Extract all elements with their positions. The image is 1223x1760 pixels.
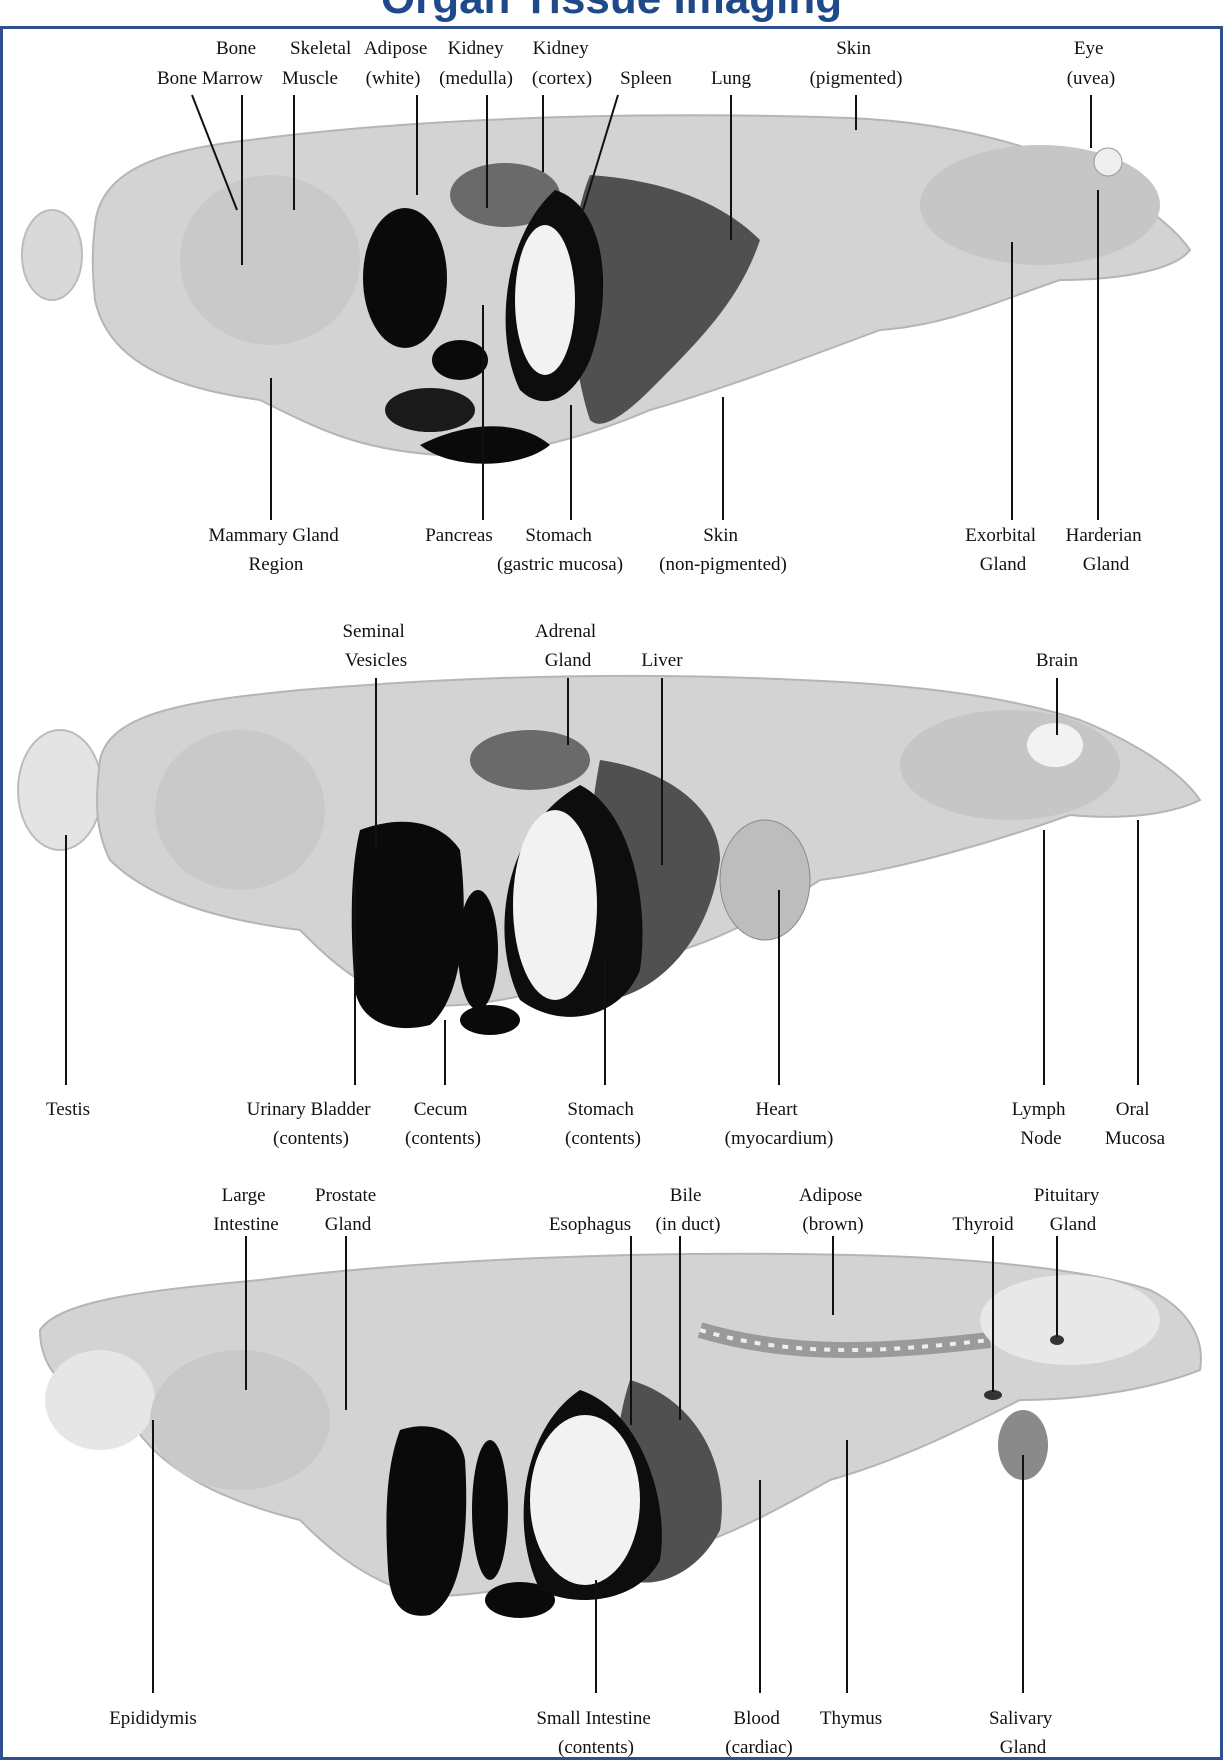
- label-skeletal-muscle: Skeletal Muscle: [282, 38, 356, 89]
- brain-shape-3: [980, 1275, 1160, 1365]
- label-epididymis: Epididymis: [109, 1708, 197, 1729]
- label-liver: Liver: [641, 650, 683, 671]
- label-stomach-contents: Stomach (contents): [565, 1099, 641, 1149]
- label-eye-uvea: Eye (uvea): [1067, 38, 1116, 89]
- intestine-mass: [363, 208, 447, 348]
- label-bone-marrow: Bone Marrow: [157, 68, 263, 89]
- label-cecum-contents: Cecum (contents): [405, 1099, 481, 1149]
- stomach-contents-bright-3: [530, 1415, 640, 1585]
- brain-shape: [1027, 723, 1083, 767]
- epididymis-shape: [45, 1350, 155, 1450]
- label-heart-myocardium: Heart (myocardium): [725, 1099, 834, 1149]
- label-lymph-node: Lymph Node: [1012, 1099, 1071, 1149]
- label-exorbital-gland: Exorbital Gland: [965, 525, 1040, 575]
- label-large-intestine: Large Intestine: [213, 1185, 278, 1235]
- label-adipose-white: Adipose (white): [364, 38, 432, 89]
- label-testis: Testis: [46, 1099, 90, 1120]
- label-small-intestine: Small Intestine (contents): [536, 1708, 655, 1758]
- tail-section: [22, 210, 82, 300]
- label-pituitary-gland: Pituitary Gland: [1034, 1185, 1104, 1235]
- eye-shape: [1094, 148, 1122, 176]
- label-adipose-brown: Adipose (brown): [799, 1185, 867, 1235]
- label-bile-in-duct: Bile (in duct): [656, 1185, 721, 1235]
- label-mammary-gland-region: Mammary Gland Region: [208, 525, 343, 575]
- label-kidney-cortex: Kidney (cortex): [532, 38, 593, 89]
- label-thyroid: Thyroid: [952, 1214, 1014, 1235]
- label-pancreas: Pancreas: [425, 525, 493, 546]
- label-urinary-bladder: Urinary Bladder (contents): [247, 1099, 376, 1149]
- label-harderian-gland: Harderian Gland: [1066, 525, 1147, 575]
- section-panel-1: Bone Bone Marrow Skeletal Muscle Adipose…: [22, 38, 1190, 575]
- stomach-contents-bright-2: [513, 810, 597, 1000]
- head-tissue-2: [900, 710, 1120, 820]
- label-thymus: Thymus: [820, 1708, 882, 1729]
- label-adrenal-gland: Adrenal Gland: [535, 621, 601, 671]
- label-salivary-gland: Salivary Gland: [989, 1708, 1057, 1758]
- stomach-contents-bright: [515, 225, 575, 375]
- section-panel-2: Seminal Vesicles Adrenal Gland Liver Bra…: [18, 621, 1200, 1149]
- label-stomach-gastric-mucosa: Stomach (gastric mucosa): [497, 525, 623, 575]
- heart-shape: [720, 820, 810, 940]
- label-seminal-vesicles: Seminal Vesicles: [342, 621, 409, 671]
- section-panel-3: Large Intestine Prostate Gland Esophagus…: [40, 1185, 1201, 1758]
- testis-shape: [18, 730, 102, 850]
- cecum-mass: [352, 822, 464, 1028]
- label-blood-cardiac: Blood (cardiac): [725, 1708, 793, 1758]
- label-oral-mucosa: Oral Mucosa: [1105, 1099, 1166, 1149]
- label-skin-non-pigmented: Skin (non-pigmented): [659, 525, 787, 575]
- label-kidney-medulla: Kidney (medulla): [439, 38, 513, 89]
- label-brain: Brain: [1036, 650, 1079, 671]
- label-spleen: Spleen: [620, 68, 672, 89]
- head-tissue: [920, 145, 1160, 265]
- label-skin-pigmented: Skin (pigmented): [810, 38, 903, 89]
- label-prostate-gland: Prostate Gland: [315, 1185, 381, 1235]
- label-lung: Lung: [711, 68, 752, 89]
- label-esophagus: Esophagus: [549, 1214, 631, 1235]
- label-bone: Bone: [216, 38, 256, 59]
- hindlimb-muscle: [180, 175, 360, 345]
